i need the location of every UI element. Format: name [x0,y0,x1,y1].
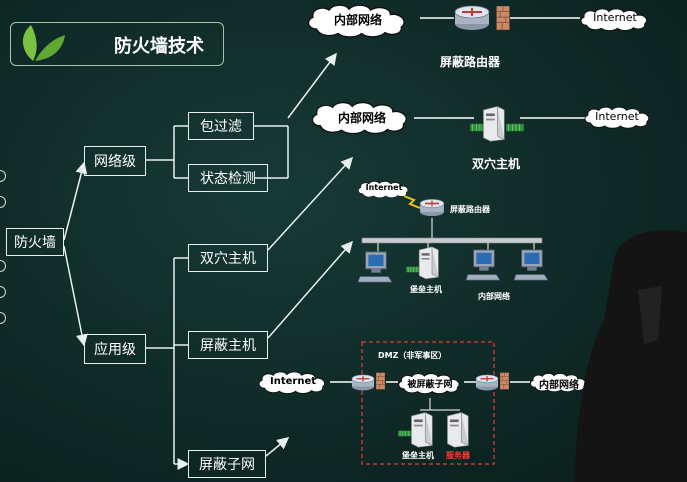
internal-network-label: 内部网络 [539,380,579,391]
router-icon [475,374,499,392]
screening-router-label: 屏蔽路由器 [450,205,490,214]
internal-network-label: 内部网络 [478,292,510,301]
screened-subnet-box: 屏蔽子网 [188,450,266,478]
internal-network-label: 内部网络 [333,13,382,27]
leaf-logo-icon [22,25,65,61]
page-title: 防火墙技术 [114,36,204,57]
router-icon [454,5,490,31]
internet-label: Internet [269,376,316,387]
computer-icon [513,249,549,281]
router-icon [419,198,445,217]
packet-filter-box: 包过滤 [188,112,254,140]
state-detect-box: 状态检测 [188,164,268,192]
presenter-image [574,230,687,482]
computer-icon [357,251,393,283]
server-icon [483,106,505,142]
title-box [10,22,224,66]
server-icon [418,246,439,280]
server-label: 服务器 [446,451,470,460]
app-level-box: 应用级 [84,334,146,364]
dmz-border [361,341,495,465]
nic-icon [406,266,420,273]
internet-label: Internet [593,11,637,24]
router-icon [351,374,375,392]
bastion-host-label: 堡垒主机 [402,451,434,460]
network-level-box: 网络级 [84,146,146,176]
dmz-label: DMZ（非军事区） [378,351,447,360]
dual-host-box: 双穴主机 [188,244,268,272]
screened-subnet-label: 被屏蔽子网 [407,380,453,390]
server-icon [447,412,469,448]
internet-label: Internet [365,183,403,192]
screening-router-caption: 屏蔽路由器 [440,55,501,69]
computer-icon [465,249,501,281]
firewall-icon [500,372,509,390]
nic-icon [398,430,412,437]
bastion-host-label: 堡垒主机 [410,285,442,294]
nic-icon [506,123,524,132]
root-box: 防火墙 [6,228,64,256]
internet-label: Internet [595,110,639,123]
dual-host-caption: 双穴主机 [472,157,521,171]
internal-network-label: 内部网络 [337,111,386,125]
firewall-icon [496,6,510,30]
firewall-icon [376,372,385,390]
screened-host-box: 屏蔽主机 [188,331,268,359]
server-icon [411,412,433,448]
